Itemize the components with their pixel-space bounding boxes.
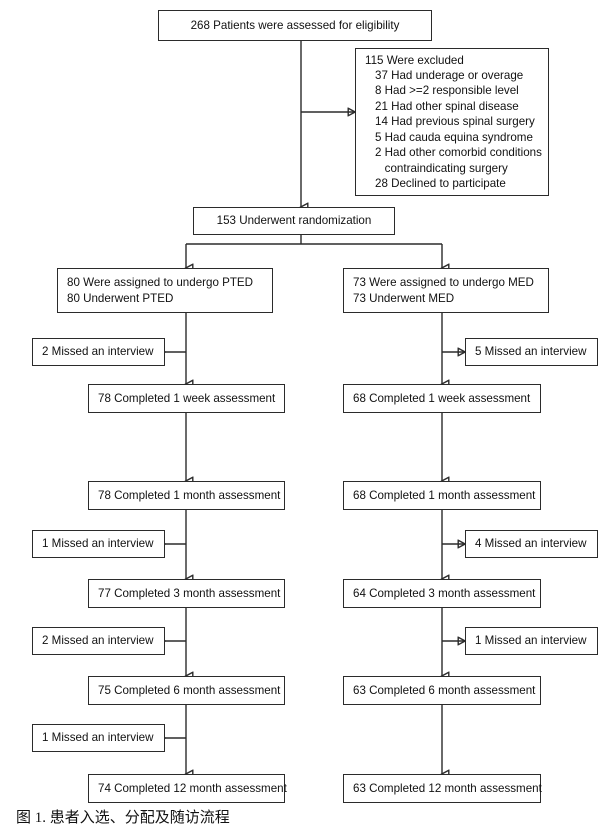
box-underwent-randomization: 153 Underwent randomization: [193, 207, 395, 235]
excluded-reason-4: 14 Had previous spinal surgery: [375, 115, 535, 129]
assigned-pted-line-2: 80 Underwent PTED: [67, 291, 174, 305]
excluded-reason-3: 21 Had other spinal disease: [375, 99, 519, 113]
box-med-missed-interview-2: 4 Missed an interview: [465, 530, 598, 558]
med-month6-label: 63 Completed 6 month assessment: [353, 683, 536, 697]
pted-missed-2-label: 1 Missed an interview: [42, 537, 154, 551]
excluded-heading: 115 Were excluded: [365, 53, 464, 67]
box-assigned-med: 73 Were assigned to undergo MED 73 Under…: [343, 268, 549, 313]
assigned-med-line-1: 73 Were assigned to undergo MED: [353, 276, 534, 290]
box-pted-month1: 78 Completed 1 month assessment: [88, 481, 285, 510]
box-med-month6: 63 Completed 6 month assessment: [343, 676, 541, 705]
box-med-month1: 68 Completed 1 month assessment: [343, 481, 541, 510]
randomization-label: 153 Underwent randomization: [216, 214, 372, 228]
box-excluded: 115 Were excluded 37 Had underage or ove…: [355, 48, 549, 196]
box-pted-missed-interview-1: 2 Missed an interview: [32, 338, 165, 366]
med-month12-label: 63 Completed 12 month assessment: [353, 781, 542, 795]
excluded-reason-5: 5 Had cauda equina syndrome: [375, 130, 533, 144]
pted-month1-label: 78 Completed 1 month assessment: [98, 488, 281, 502]
med-month3-label: 64 Completed 3 month assessment: [353, 586, 536, 600]
excluded-reason-7: 28 Declined to participate: [375, 176, 506, 190]
assigned-med-line-2: 73 Underwent MED: [353, 291, 455, 305]
box-med-week1: 68 Completed 1 week assessment: [343, 384, 541, 413]
med-week1-label: 68 Completed 1 week assessment: [353, 391, 531, 405]
box-pted-missed-interview-2: 1 Missed an interview: [32, 530, 165, 558]
pted-week1-label: 78 Completed 1 week assessment: [98, 391, 276, 405]
box-assigned-pted: 80 Were assigned to undergo PTED 80 Unde…: [57, 268, 273, 313]
pted-month12-label: 74 Completed 12 month assessment: [98, 781, 287, 795]
med-month1-label: 68 Completed 1 month assessment: [353, 488, 536, 502]
pted-month3-label: 77 Completed 3 month assessment: [98, 586, 281, 600]
box-med-missed-interview-1: 5 Missed an interview: [465, 338, 598, 366]
excluded-reason-6: 2 Had other comorbid conditions: [375, 146, 542, 160]
excluded-reason-6-cont: contraindicating surgery: [375, 161, 508, 175]
excluded-reason-2: 8 Had >=2 responsible level: [375, 84, 519, 98]
med-missed-2-label: 4 Missed an interview: [475, 537, 587, 551]
med-missed-3-label: 1 Missed an interview: [475, 634, 587, 648]
box-pted-month12: 74 Completed 12 month assessment: [88, 774, 287, 803]
box-assessed-for-eligibility: 268 Patients were assessed for eligibili…: [158, 10, 432, 41]
med-missed-1-label: 5 Missed an interview: [475, 345, 587, 359]
pted-month6-label: 75 Completed 6 month assessment: [98, 683, 281, 697]
pted-missed-4-label: 1 Missed an interview: [42, 731, 154, 745]
excluded-reason-1: 37 Had underage or overage: [375, 69, 524, 83]
box-pted-week1: 78 Completed 1 week assessment: [88, 384, 285, 413]
box-med-month3: 64 Completed 3 month assessment: [343, 579, 541, 608]
pted-missed-1-label: 2 Missed an interview: [42, 345, 154, 359]
assigned-pted-line-1: 80 Were assigned to undergo PTED: [67, 276, 254, 290]
box-pted-month3: 77 Completed 3 month assessment: [88, 579, 285, 608]
box-med-missed-interview-3: 1 Missed an interview: [465, 627, 598, 655]
figure-caption: 图 1. 患者入选、分配及随访流程: [16, 810, 230, 826]
box-pted-missed-interview-3: 2 Missed an interview: [32, 627, 165, 655]
consort-flow-diagram: 268 Patients were assessed for eligibili…: [32, 10, 598, 803]
assessed-label: 268 Patients were assessed for eligibili…: [190, 18, 400, 32]
box-pted-missed-interview-4: 1 Missed an interview: [32, 724, 165, 752]
box-med-month12: 63 Completed 12 month assessment: [343, 774, 542, 803]
pted-missed-3-label: 2 Missed an interview: [42, 634, 154, 648]
box-pted-month6: 75 Completed 6 month assessment: [88, 676, 285, 705]
